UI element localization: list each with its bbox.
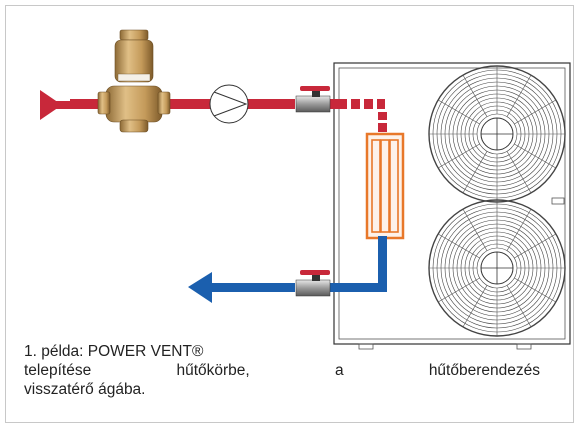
heat-exchanger (365, 132, 405, 240)
unit-foot-right (516, 343, 532, 350)
power-vent-separator (97, 29, 171, 133)
unit-label-slot (551, 197, 565, 205)
outlet-arrow-icon (188, 272, 212, 303)
figure-caption: 1. példa: POWER VENT® telepítése hűtőkör… (24, 342, 540, 399)
circulation-pump-icon (209, 84, 249, 124)
fan-top-icon (428, 65, 566, 203)
fan-bottom-icon (428, 199, 566, 337)
unit-foot-left (358, 343, 374, 350)
return-ball-valve (295, 270, 331, 297)
caption-line-2: telepítése hűtőkörbe, a hűtőberendezés (24, 362, 540, 379)
supply-dashed-pipe (338, 99, 387, 132)
separator-label-plate (117, 73, 151, 82)
return-pipe (210, 236, 387, 292)
caption-line-3: visszatérő ágába. (24, 381, 146, 398)
inlet-arrow-icon (40, 90, 62, 120)
supply-ball-valve (295, 86, 331, 113)
caption-line-1: 1. példa: POWER VENT® (24, 343, 204, 360)
